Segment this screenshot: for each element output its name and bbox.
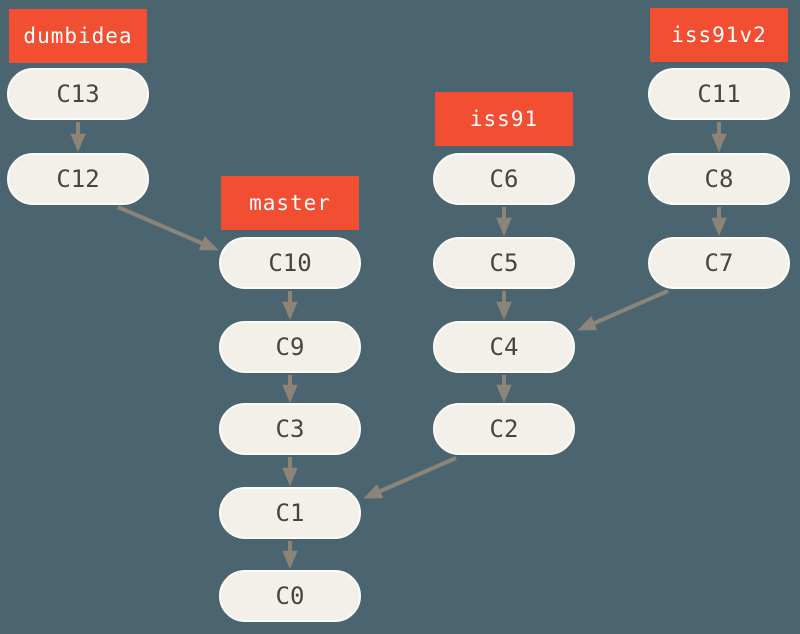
commit-node-c6: C6 [433,153,575,205]
arrow-c2-c1 [363,456,457,499]
commit-node-c4: C4 [433,321,575,373]
branch-label-iss91: iss91 [435,92,573,146]
commit-node-c12: C12 [7,153,149,205]
commit-node-c5: C5 [433,237,575,289]
commit-node-c1: C1 [219,487,361,539]
commit-node-c11: C11 [648,68,790,120]
commit-node-c10: C10 [219,237,361,289]
commit-node-c3: C3 [219,403,361,455]
branch-label-iss91v2: iss91v2 [650,8,788,62]
commit-node-c7: C7 [648,237,790,289]
commit-node-c8: C8 [648,153,790,205]
arrow-c12-c10 [117,205,219,251]
branch-label-dumbidea: dumbidea [9,9,147,63]
branch-label-master: master [221,176,359,230]
commit-node-c0: C0 [219,570,361,622]
commit-node-c9: C9 [219,321,361,373]
commit-node-c13: C13 [7,68,149,120]
arrow-c7-c4 [577,289,669,331]
commit-node-c2: C2 [433,403,575,455]
